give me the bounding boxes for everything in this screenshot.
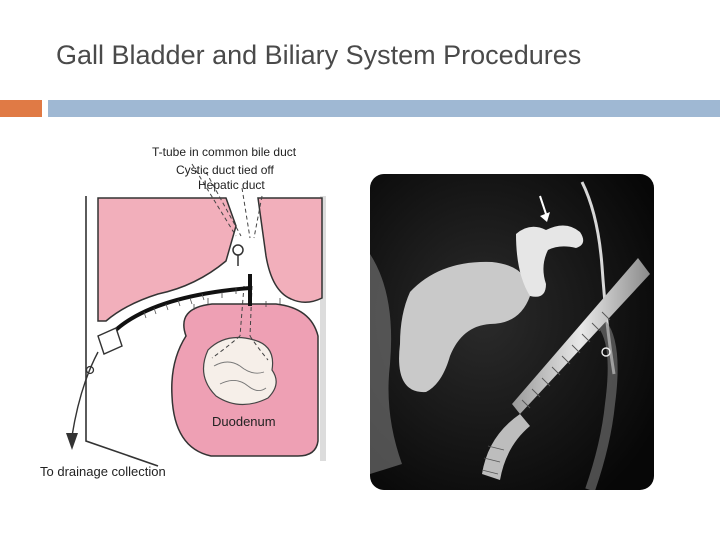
label-drainage: To drainage collection — [40, 464, 166, 479]
drain-connector — [97, 327, 123, 355]
title-rule-bar — [48, 100, 720, 117]
label-cystic-duct: Cystic duct tied off — [176, 163, 274, 177]
xray-soft-tissue — [370, 254, 402, 474]
xray-endoscope — [512, 258, 650, 414]
label-hepatic-duct: Hepatic duct — [198, 178, 265, 192]
liver-left-lobe — [97, 197, 237, 322]
drainage-arrow — [66, 433, 78, 450]
cholangiogram-xray — [370, 174, 654, 492]
slide-title: Gall Bladder and Biliary System Procedur… — [56, 40, 582, 70]
liver-right-lobe — [257, 197, 323, 303]
xray-duct-contrast — [516, 225, 584, 297]
pancreas-head — [202, 337, 277, 406]
title-accent-bar — [0, 100, 42, 117]
xray-gallbladder — [399, 261, 530, 393]
t-tube-diagram: T-tube in common bile duct Cystic duct t… — [36, 136, 336, 484]
label-t-tube: T-tube in common bile duct — [152, 145, 297, 159]
label-duodenum: Duodenum — [212, 414, 276, 429]
